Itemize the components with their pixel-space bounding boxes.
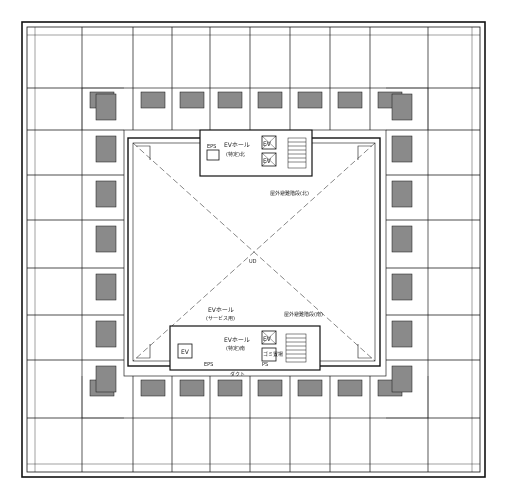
outdoor-stair-south-label: 屋外避難階段(南) (284, 311, 323, 318)
wet-core-block (217, 379, 243, 397)
south-eps-label: EPS (204, 362, 213, 368)
north-ev-label-1: EV (263, 141, 272, 148)
wet-core-block (217, 91, 243, 109)
void-corner-marks (136, 145, 372, 359)
wet-core-block (257, 379, 283, 397)
wet-core-block (337, 91, 363, 109)
wet-core-block (337, 379, 363, 397)
wet-core-block (95, 93, 117, 121)
south-ps-label: PS (262, 362, 268, 368)
garbage-room-label: ゴミ置場 (263, 351, 283, 358)
north-stair (287, 137, 307, 169)
wet-core-block (391, 273, 413, 301)
wet-core-block (391, 180, 413, 208)
wet-core-block (95, 180, 117, 208)
wet-core-block (297, 379, 323, 397)
ev-hall-north-label: EVホール (224, 142, 250, 149)
unit-partitions (27, 27, 480, 472)
wet-core-block (179, 91, 205, 109)
wet-core-block (391, 135, 413, 163)
exterior-walls (21, 21, 486, 478)
south-elevator-core (169, 325, 321, 371)
wet-core-block (391, 225, 413, 253)
wet-core-block (391, 93, 413, 121)
south-ev-label-2: EV (263, 336, 272, 343)
wet-core-block (179, 379, 205, 397)
wet-core-block (140, 91, 166, 109)
ev-hall-north-note: (特定)北 (226, 151, 245, 158)
wet-core-block (257, 91, 283, 109)
south-ev-label-1: EV (181, 349, 190, 356)
outdoor-stair-north-label: 屋外避難階段(北) (270, 190, 309, 197)
ev-hall-service-label: EVホール (208, 307, 234, 314)
wet-core-block (95, 320, 117, 348)
wet-core-block (391, 320, 413, 348)
ev-hall-south-note: (特定)南 (226, 345, 245, 352)
duct-label: ダクト (230, 371, 245, 378)
wet-core-block (391, 365, 413, 393)
north-eps-label: EPS (207, 144, 216, 150)
wet-core-block (95, 273, 117, 301)
north-ev-label-2: EV (263, 158, 272, 165)
south-stair (285, 333, 307, 363)
ev-hall-service-note: (サービス用) (206, 315, 235, 322)
wet-core-block (140, 379, 166, 397)
wet-core-block (95, 135, 117, 163)
courtyard-center-label: UD (249, 259, 257, 265)
unit-wet-cores (89, 91, 413, 397)
north-elevator-core (199, 129, 313, 177)
wet-core-block (95, 225, 117, 253)
wet-core-block (95, 365, 117, 393)
ev-hall-south-label: EVホール (224, 337, 250, 344)
wet-core-block (297, 91, 323, 109)
